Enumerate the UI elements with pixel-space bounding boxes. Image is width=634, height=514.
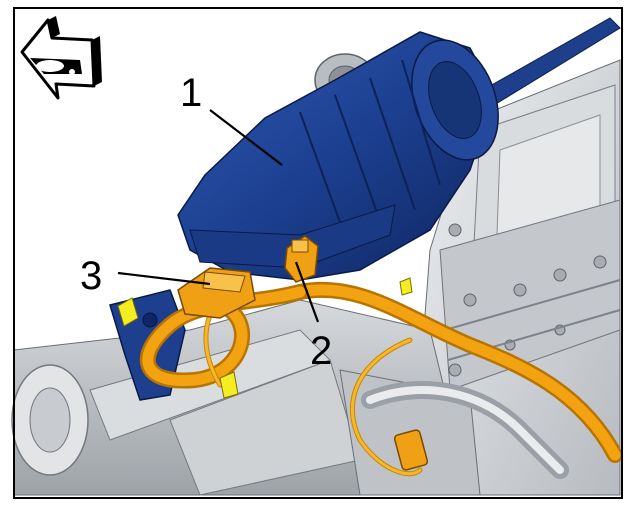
callout-1: 1 bbox=[180, 71, 202, 115]
leader-1 bbox=[209, 109, 283, 166]
yellow-clips bbox=[117, 277, 413, 399]
component-1-blue-unit bbox=[109, 31, 499, 401]
leader-2 bbox=[294, 261, 320, 323]
figure-border bbox=[13, 7, 623, 499]
callout-3: 3 bbox=[80, 254, 102, 298]
leader-lines bbox=[117, 109, 320, 323]
connector-2 bbox=[284, 235, 319, 283]
callout-2: 2 bbox=[310, 329, 332, 373]
connector-3 bbox=[177, 267, 256, 319]
orange-plug-connector bbox=[393, 429, 429, 471]
front-of-vehicle-direction-arrow-icon bbox=[20, 16, 102, 100]
leader-3 bbox=[117, 271, 211, 286]
